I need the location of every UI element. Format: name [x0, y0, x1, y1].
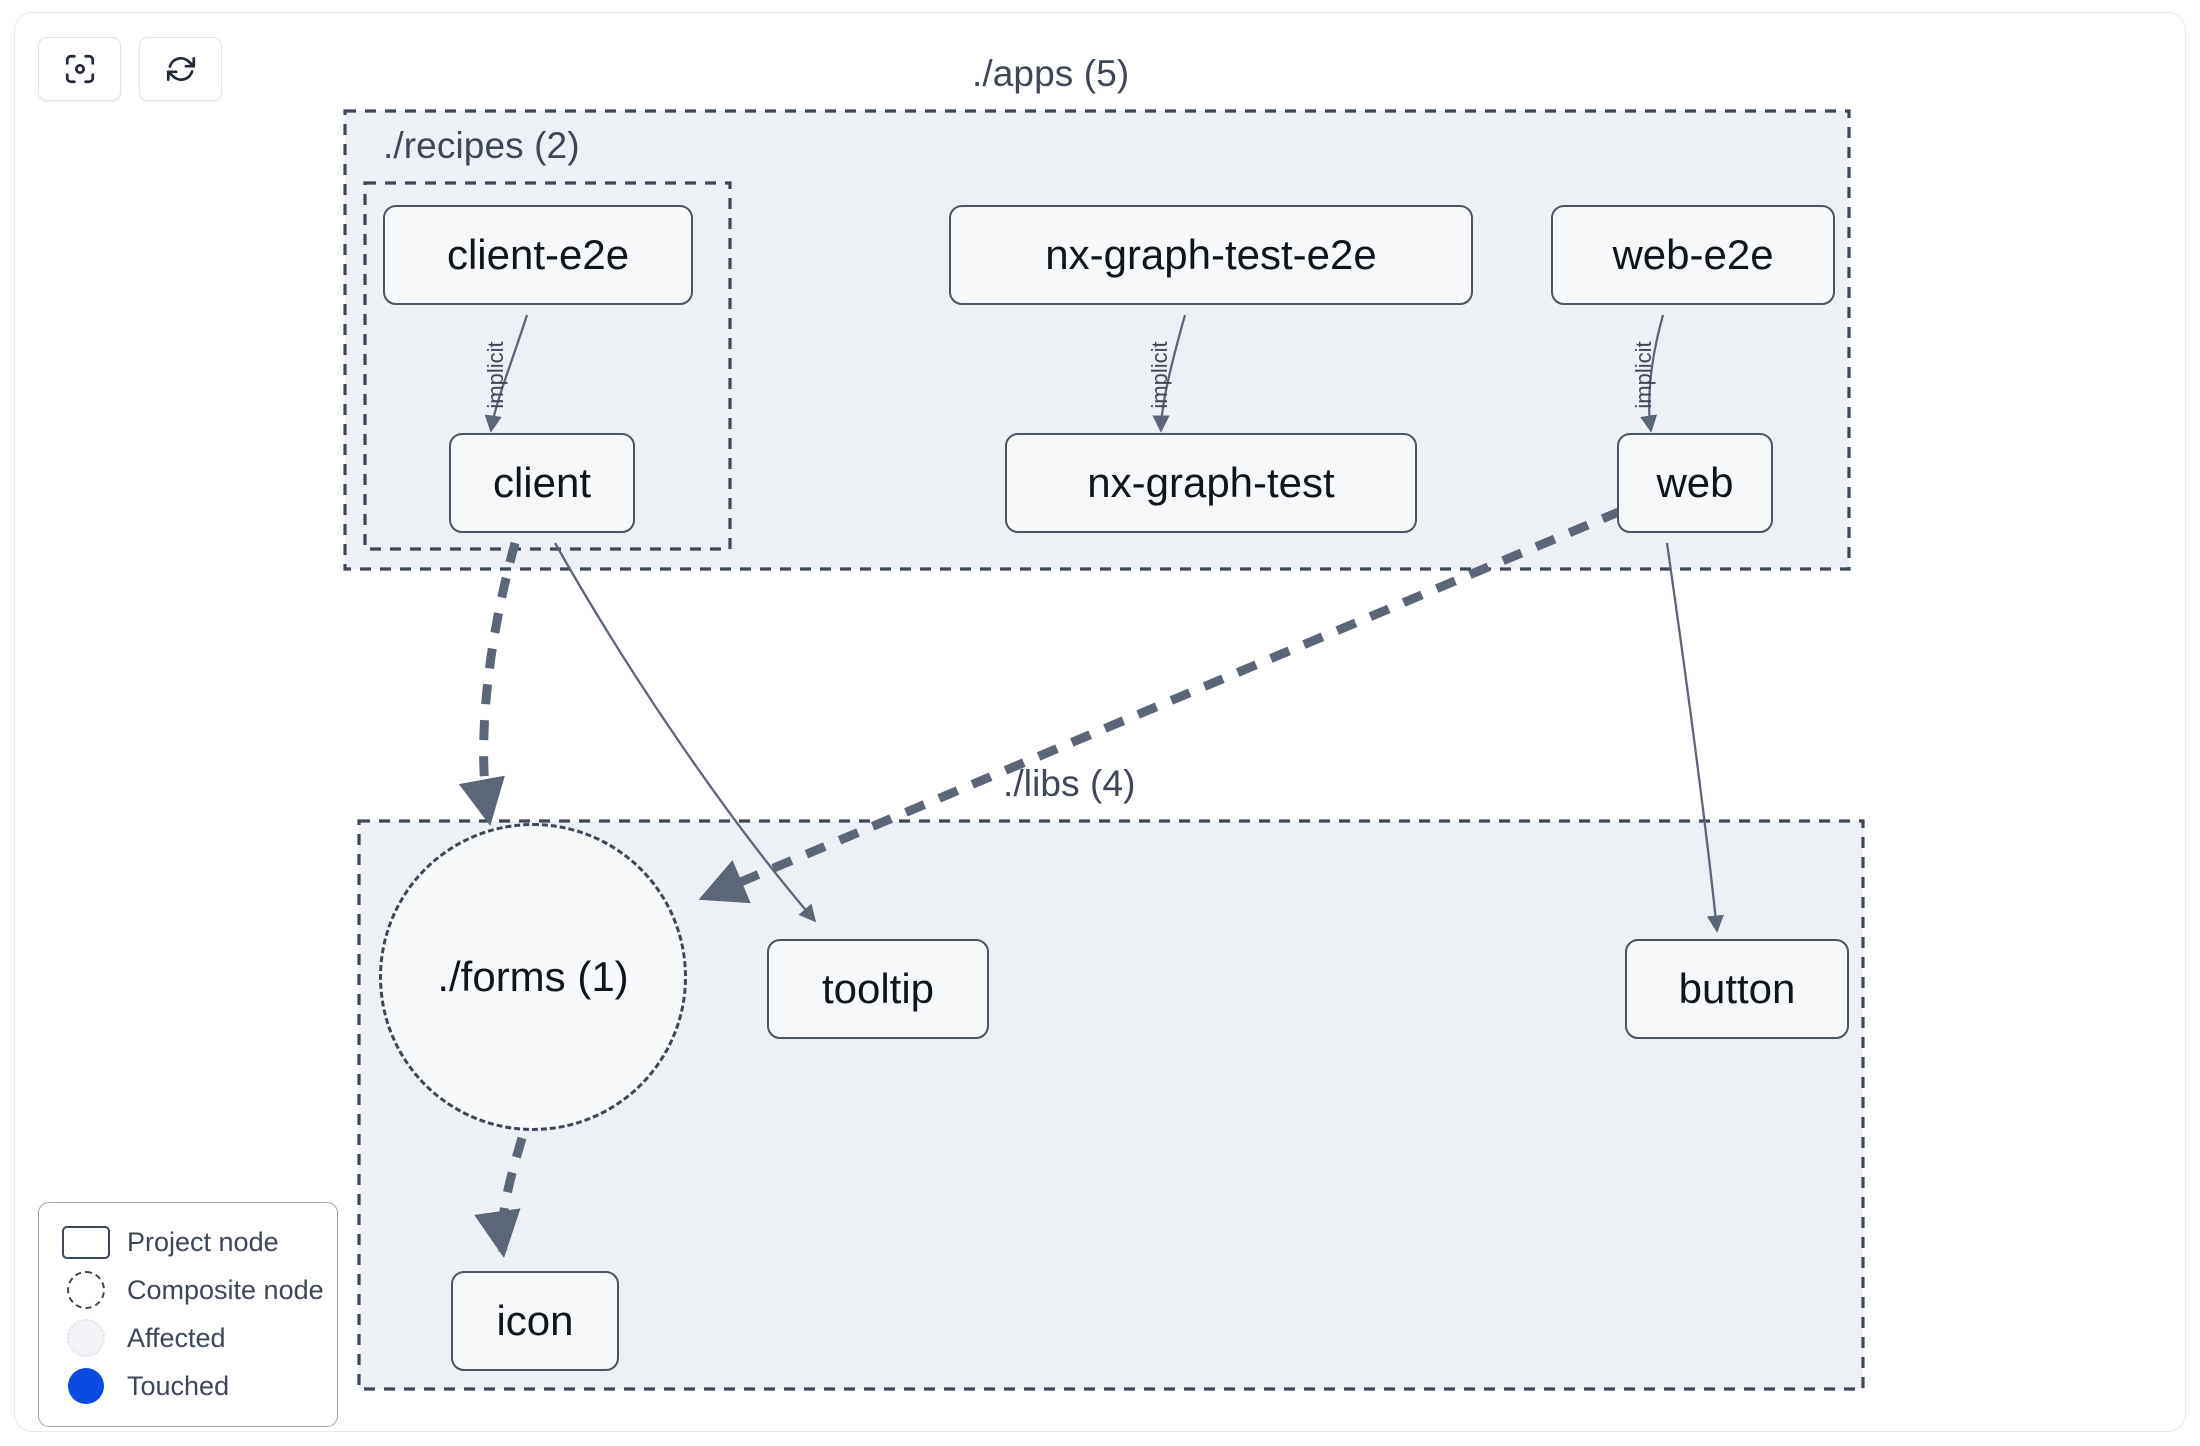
node-label: tooltip	[821, 965, 935, 1012]
group-label-recipes: ./recipes (2)	[383, 125, 580, 166]
affected-node-icon	[55, 1319, 117, 1357]
edge-label-text: implicit	[1147, 341, 1172, 408]
touched-node-icon	[55, 1368, 117, 1404]
legend-item-composite-node: Composite node	[55, 1266, 324, 1314]
refresh-icon	[164, 52, 198, 86]
legend-label: Project node	[127, 1226, 279, 1257]
viewfinder-focus-icon	[63, 52, 97, 86]
edge-client-e2e-to-client[interactable]	[484, 314, 529, 433]
graph-node-web[interactable]: web	[1617, 433, 1773, 533]
node-label: ./forms (1)	[437, 953, 629, 1000]
group-label-apps: ./apps (5)	[972, 53, 1130, 94]
edge-web-to-forms[interactable]	[698, 506, 1623, 904]
edge-label-text: implicit	[483, 341, 508, 408]
edge-label-web-e2e-implicit: implicit	[1631, 341, 1656, 408]
group-label-libs: ./libs (4)	[1003, 763, 1136, 804]
legend-item-touched: Touched	[55, 1362, 321, 1410]
graph-node-tooltip[interactable]: tooltip	[767, 939, 989, 1039]
edge-client-to-tooltip[interactable]	[553, 542, 817, 923]
legend-label: Affected	[127, 1322, 226, 1353]
graph-node-icon[interactable]: icon	[451, 1271, 619, 1371]
graph-toolbar	[38, 37, 222, 101]
graph-node-nx-graph-test[interactable]: nx-graph-test	[1005, 433, 1417, 533]
node-label: nx-graph-test-e2e	[1045, 231, 1377, 278]
node-label: icon	[496, 1297, 574, 1344]
edge-label-text: implicit	[1631, 341, 1656, 408]
edge-client-to-forms[interactable]	[458, 541, 520, 826]
node-label: client	[492, 459, 592, 506]
node-label: button	[1678, 965, 1796, 1012]
graph-node-forms-composite[interactable]: ./forms (1)	[379, 823, 687, 1131]
graph-card: implicit implicit implicit ./apps (5) ./…	[14, 12, 2186, 1432]
node-label: client-e2e	[446, 231, 630, 278]
edge-label-nx-graph-test-e2e-implicit: implicit	[1147, 341, 1172, 408]
project-node-icon	[55, 1225, 117, 1259]
composite-node-icon	[55, 1271, 117, 1309]
legend-item-affected: Affected	[55, 1314, 321, 1362]
legend-item-project-node: Project node	[55, 1218, 321, 1266]
node-label: nx-graph-test	[1087, 459, 1335, 506]
edge-nx-graph-test-e2e-to-nx-graph-test[interactable]	[1152, 314, 1187, 433]
edge-forms-to-icon[interactable]	[474, 1136, 527, 1258]
legend-label: Touched	[127, 1370, 230, 1401]
refresh-graph-button[interactable]	[139, 37, 222, 101]
legend-label: Composite node	[127, 1274, 324, 1305]
focus-graph-button[interactable]	[38, 37, 121, 101]
node-label: web	[1656, 459, 1734, 506]
edge-web-e2e-to-web[interactable]	[1640, 314, 1665, 433]
graph-node-web-e2e[interactable]: web-e2e	[1551, 205, 1835, 305]
edge-label-client-e2e-implicit: implicit	[483, 341, 508, 408]
graph-node-client[interactable]: client	[449, 433, 635, 533]
graph-node-client-e2e[interactable]: client-e2e	[383, 205, 693, 305]
graph-legend: Project node Composite node Affected Tou…	[38, 1202, 338, 1427]
graph-node-nx-graph-test-e2e[interactable]: nx-graph-test-e2e	[949, 205, 1473, 305]
edge-web-to-button[interactable]	[1665, 542, 1725, 933]
node-label: web-e2e	[1612, 231, 1774, 278]
graph-node-button[interactable]: button	[1625, 939, 1849, 1039]
